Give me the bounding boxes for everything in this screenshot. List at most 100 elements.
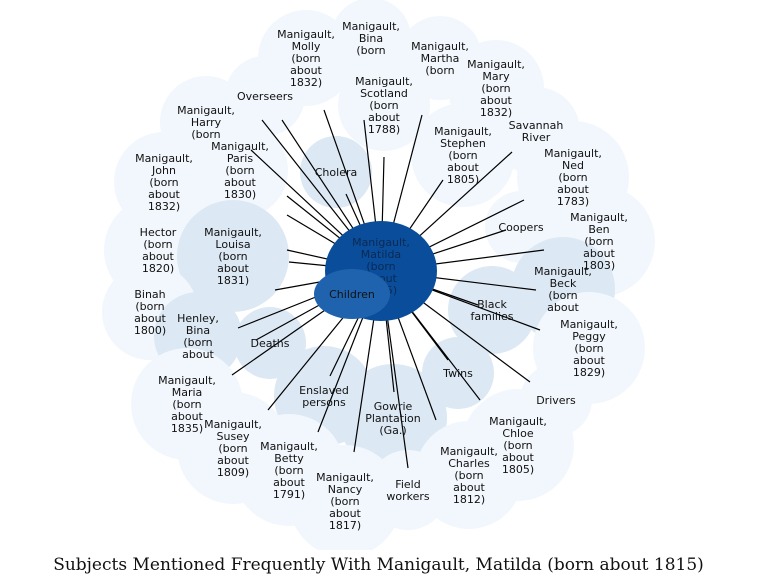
n-hector-label: 1820) [142, 262, 174, 275]
n-maria-label: Manigault, [158, 374, 216, 387]
n-scotland-label: Manigault, [355, 75, 413, 88]
n-overseers-label: Overseers [237, 90, 293, 103]
n-peggy-label: about [573, 354, 605, 367]
n-black-bubble[interactable] [448, 266, 536, 354]
n-beck-label: Beck [550, 277, 577, 290]
n-hector-label: (born [143, 238, 172, 251]
n-martha-label: Martha [421, 52, 460, 65]
n-fieldworkers-label: Field [395, 478, 420, 491]
n-scotland-label: Scotland [360, 87, 408, 100]
n-mary-label: (born [481, 82, 510, 95]
n-susey-label: Susey [217, 430, 250, 443]
n-henley-label: about [182, 348, 214, 361]
n-molly-label: 1832) [290, 76, 322, 89]
n-nancy-label: 1817) [329, 519, 361, 532]
n-scotland-label: about [368, 111, 400, 124]
n-binah-label: 1800) [134, 324, 166, 337]
n-henley-label: (born [183, 336, 212, 349]
n-chloe-label: about [502, 451, 534, 464]
n-maria-label: 1835) [171, 422, 203, 435]
n-charles-label: about [453, 481, 485, 494]
n-stephen-label: 1805) [447, 173, 479, 186]
n-paris-label: (born [225, 164, 254, 177]
n-ned-label: Ned [562, 159, 584, 172]
n-peggy-label: Peggy [572, 330, 606, 343]
n-susey-label: Manigault, [204, 418, 262, 431]
n-molly-label: about [290, 64, 322, 77]
n-paris-label: about [224, 176, 256, 189]
n-mary-label: about [480, 94, 512, 107]
n-cholera-bubble[interactable] [300, 136, 372, 208]
n-beck-label: (born [548, 289, 577, 302]
n-ned-label: 1783) [557, 195, 589, 208]
n-chloe-label: 1805) [502, 463, 534, 476]
n-betty-label: Betty [274, 452, 304, 465]
n-chloe-label: (born [503, 439, 532, 452]
n-susey-label: (born [218, 442, 247, 455]
n-john-label: Manigault, [135, 152, 193, 165]
n-maria-label: Maria [172, 386, 203, 399]
n-savannah-label: River [522, 131, 551, 144]
n-children-bubble[interactable] [314, 269, 390, 319]
center-node-label: Matilda [361, 248, 401, 261]
n-stephen-label: about [447, 161, 479, 174]
n-charles-label: Manigault, [440, 445, 498, 458]
n-binah-label: (born [135, 300, 164, 313]
n-susey-label: 1809) [217, 466, 249, 479]
n-paris-label: Manigault, [211, 140, 269, 153]
n-maria-label: (born [172, 398, 201, 411]
n-john-label: about [148, 188, 180, 201]
n-louisa-label: Manigault, [204, 226, 262, 239]
n-nancy-label: Nancy [328, 483, 363, 496]
n-peggy-label: Manigault, [560, 318, 618, 331]
n-stephen-label: Manigault, [434, 125, 492, 138]
n-paris-label: 1830) [224, 188, 256, 201]
n-john-label: (born [149, 176, 178, 189]
n-henley-label: Bina [186, 324, 210, 337]
n-twins-bubble[interactable] [422, 337, 494, 409]
n-gowrie-bubble[interactable] [339, 364, 447, 472]
n-binah-label: Binah [134, 288, 165, 301]
n-henley-label: Henley, [177, 312, 219, 325]
n-chloe-label: Chloe [502, 427, 533, 440]
n-betty-label: Manigault, [260, 440, 318, 453]
n-fieldworkers-bubble[interactable] [368, 450, 448, 530]
n-louisa-label: about [217, 262, 249, 275]
n-gowrie-label: (Ga.) [379, 424, 406, 437]
n-charles-label: 1812) [453, 493, 485, 506]
n-gowrie-label: Gowrie [374, 400, 413, 413]
n-black-label: families [471, 310, 514, 323]
diagram-caption: Subjects Mentioned Frequently With Manig… [53, 555, 704, 575]
n-enslaved-label: Enslaved [299, 384, 349, 397]
n-savannah-label: Savannah [509, 119, 564, 132]
n-nancy-label: Manigault, [316, 471, 374, 484]
n-ben-label: about [583, 247, 615, 260]
n-charles-label: (born [454, 469, 483, 482]
n-bina-label: Manigault, [342, 20, 400, 33]
n-scotland-label: 1788) [368, 123, 400, 136]
n-harry-label: Harry [191, 116, 222, 129]
n-martha-label: Manigault, [411, 40, 469, 53]
n-molly-label: Molly [292, 40, 321, 53]
n-louisa-label: 1831) [217, 274, 249, 287]
n-ned-label: (born [558, 171, 587, 184]
n-scotland-label: (born [369, 99, 398, 112]
n-bina-bubble[interactable] [331, 0, 411, 78]
n-children-label: Children [329, 288, 375, 301]
n-harry-label: Manigault, [177, 104, 235, 117]
n-beck-label: Manigault, [534, 265, 592, 278]
n-scotland-bubble[interactable] [338, 59, 430, 151]
n-martha-label: (born [425, 64, 454, 77]
n-stephen-label: (born [448, 149, 477, 162]
n-paris-bubble[interactable] [192, 122, 288, 218]
n-ben-label: Ben [588, 223, 609, 236]
n-louisa-bubble[interactable] [177, 200, 289, 312]
n-paris-label: Paris [227, 152, 253, 165]
n-stephen-bubble[interactable] [411, 103, 515, 207]
n-ben-label: Manigault, [570, 211, 628, 224]
n-stephen-label: Stephen [440, 137, 486, 150]
n-coopers-label: Coopers [498, 221, 543, 234]
